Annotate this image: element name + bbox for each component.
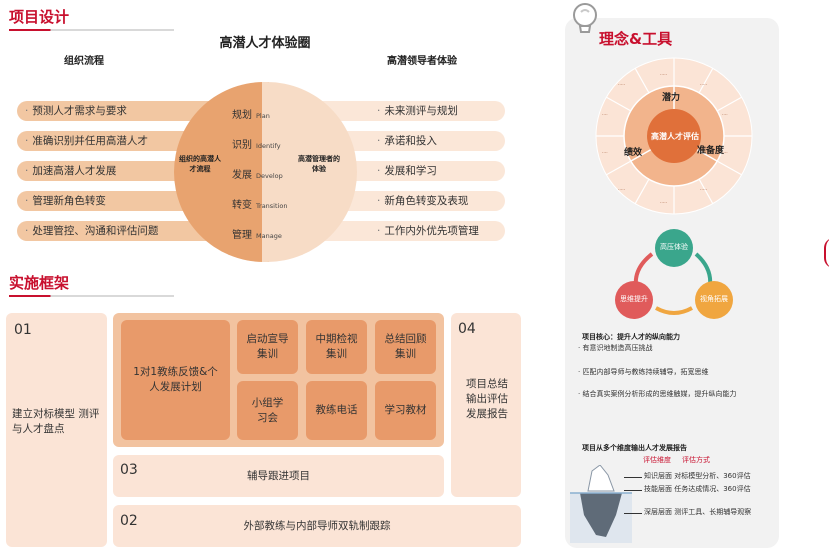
core-item-3: · 结合真实案例分析形成的思维触媒，提升纵向能力 — [578, 390, 737, 398]
wheel-performance-label: 绩效 — [624, 148, 643, 158]
kickoff-training-card: 启动宣导集训 — [237, 320, 298, 374]
leader-step-4: ·新角色转变及表现 — [305, 191, 505, 211]
svg-text:····: ···· — [602, 151, 608, 156]
svg-text:····: ···· — [602, 113, 608, 118]
phase-03-text: 辅导跟进项目 — [247, 470, 310, 482]
coaching-call-card: 教练电话 — [306, 381, 367, 440]
cycle-mindset-label: 思维提升 — [620, 295, 648, 303]
report-row-1: 知识层面 对标模型分析、360评估 — [644, 472, 751, 480]
wheel-potential-label: 潜力 — [662, 93, 681, 103]
phase-01-number: 01 — [14, 322, 32, 338]
growth-cycle-diagram — [615, 229, 733, 319]
phase-03-number: 03 — [120, 462, 138, 478]
wheel-readiness-label: 准备度 — [697, 146, 725, 156]
edge-arc-decoration — [824, 238, 829, 268]
core-title: 项目核心：提升人才的纵向能力 — [582, 333, 680, 341]
phase-01-box — [6, 313, 107, 547]
report-row-2: 技能层面 任务达成情况、360评估 — [644, 485, 751, 493]
svg-text:·····: ····· — [618, 83, 625, 88]
cycle-perspective-label: 视角拓展 — [700, 295, 728, 303]
org-step-2: ·准确识别并任用高潜人才 — [17, 131, 227, 151]
leader-experience-title: 高潜领导者体验 — [387, 56, 457, 67]
iceberg-icon — [570, 465, 632, 543]
report-row-1-connector — [624, 477, 642, 478]
phase-02-text: 外部教练与内部导师双轨制跟踪 — [243, 520, 391, 532]
svg-text:·····: ····· — [700, 83, 707, 88]
assessment-wheel: ····· ····· ···· ···· ····· ····· ····· … — [595, 57, 753, 215]
phase-03-box — [113, 455, 444, 497]
svg-text:·····: ····· — [660, 201, 667, 206]
org-step-4: ·管理新角色转变 — [17, 191, 227, 211]
core-item-2: · 匹配内部导师与教练持续辅导，拓宽思维 — [578, 368, 709, 376]
leader-experience-blob-label: 高潜管理者的体验 — [298, 155, 340, 173]
lightbulb-icon — [573, 3, 597, 33]
report-row-3: 深层层面 测评工具、长期辅导观察 — [644, 508, 752, 516]
leader-step-5: ·工作内外优先项管理 — [305, 221, 505, 241]
coaching-feedback-card: 1对1教练反馈&个人发展计划 — [121, 320, 230, 440]
report-title: 项目从多个维度输出人才发展报告 — [582, 444, 687, 452]
group-study-card: 小组学习会 — [237, 381, 298, 440]
report-row-2-connector — [624, 490, 642, 491]
report-method-label: 评估方式 — [682, 456, 710, 464]
framework-heading-underline — [9, 295, 174, 297]
svg-text:·····: ····· — [618, 188, 625, 193]
phase-02-number: 02 — [120, 513, 138, 529]
learning-materials-card: 学习教材 — [375, 381, 436, 440]
phase-04-text: 项目总结输出评估发展报告 — [466, 378, 508, 420]
org-step-1: ·预测人才需求与要求 — [17, 101, 227, 121]
org-step-5: ·处理管控、沟通和评估问题 — [17, 221, 227, 241]
svg-text:····: ···· — [722, 113, 728, 118]
svg-text:·····: ····· — [700, 188, 707, 193]
svg-text:····: ···· — [722, 151, 728, 156]
report-dimension-label: 评估维度 — [643, 456, 671, 464]
report-row-3-connector — [624, 513, 642, 514]
phase-02-box — [113, 505, 521, 547]
phase-01-text: 建立对标模型 测评与人才盘点 — [12, 408, 100, 435]
design-heading: 项目设计 — [9, 8, 70, 26]
concept-heading: 理念&工具 — [599, 30, 673, 48]
org-process-title: 组织流程 — [64, 56, 104, 67]
leader-step-1: ·未来测评与规划 — [305, 101, 505, 121]
cycle-pressure-label: 高压体验 — [660, 243, 688, 251]
summary-training-card: 总结回顾集训 — [375, 320, 436, 374]
phase-04-number: 04 — [458, 321, 476, 337]
wheel-center-label: 高潜人才评估 — [651, 132, 699, 141]
midterm-training-card: 中期检视集训 — [306, 320, 367, 374]
leader-step-2: ·承诺和投入 — [305, 131, 505, 151]
design-heading-underline — [9, 29, 174, 31]
framework-heading: 实施框架 — [9, 274, 70, 292]
core-item-1: · 有意识地制造高压挑战 — [578, 344, 653, 352]
svg-text:·····: ····· — [660, 73, 667, 78]
org-process-blob-label: 组织的高潜人才流程 — [179, 155, 221, 173]
experience-loop-title: 高潜人才体验圈 — [219, 36, 311, 51]
phase-04-box — [451, 313, 521, 497]
